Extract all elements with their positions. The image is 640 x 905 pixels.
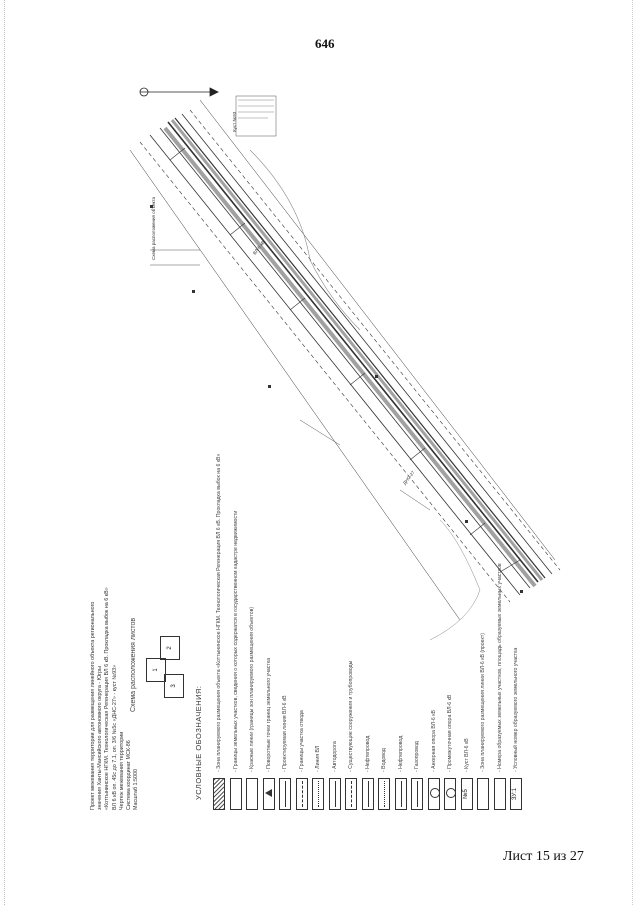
legend-item: №5 - Куст ВЛ-6 кВ: [460, 290, 475, 810]
legend-symbol-dot: [378, 778, 391, 810]
header-line: значения Ханты-Мансийского автономного о…: [97, 665, 104, 810]
legend-item: - Нефтепровод: [394, 290, 409, 810]
legend-symbol-box: [246, 778, 259, 810]
legend-text: - Границы участка отвода: [298, 710, 305, 772]
legend-text: - Газопровод: [414, 741, 421, 772]
header-line: Чертеж межевания территории: [118, 731, 125, 810]
sheet-scheme-title: Схема расположения листов: [130, 617, 137, 712]
sheet-footer: Лист 15 из 27: [503, 849, 584, 864]
legend-symbol-hatch: [213, 778, 226, 810]
legend-text: - Автодорога: [331, 741, 338, 772]
header-line: «Коттынинское НГКМ. Технологическая Реге…: [104, 587, 111, 810]
legend-item: - Существующие сооружения и трубопроводы: [344, 290, 359, 810]
north-arrow: [139, 87, 219, 97]
legend-symbol-box: [493, 778, 506, 810]
terrain-line: [249, 149, 361, 331]
legend-symbol-box: [477, 778, 490, 810]
legend-text: - Водовод: [381, 748, 388, 772]
legend-item: ЗУ:1 - Условный номер образуемого земельн…: [509, 290, 524, 810]
legend-item: - Зона планируемого размещения объекта «…: [212, 290, 227, 810]
legend-item: - Номера образуемых земельных участков, …: [493, 290, 508, 810]
legend-text: - Нефтепровод: [397, 735, 404, 772]
legend-symbol-dash: [345, 778, 358, 810]
legend-symbol-circle: [427, 778, 440, 810]
legend-text: - Проектируемая линия ВЛ-6 кВ: [282, 695, 289, 772]
legend-symbol-circle: [444, 778, 457, 810]
legend-symbol-line: [411, 778, 424, 810]
legend-text: - Границы земельных участков, сведения о…: [232, 510, 239, 772]
map-label-lines: [238, 99, 274, 119]
legend-item: - Промежуточная опора ВЛ-6 кВ: [443, 290, 458, 810]
page-edge-left: [4, 0, 6, 905]
terrain-line-2: [429, 519, 481, 641]
legend-text: - Нефтепровод: [364, 735, 371, 772]
leader-lines: [150, 249, 431, 511]
legend-text: - Зона планируемого размещения линии ВЛ-…: [480, 633, 487, 772]
legend-item: - Границы земельных участков, сведения о…: [229, 290, 244, 810]
cross-ticks: [169, 147, 521, 573]
legend-item: - Автодорога: [328, 290, 343, 810]
map-label-box: [235, 95, 277, 137]
legend-text: - Куст ВЛ-6 кВ: [463, 738, 470, 772]
legend-item: - Анкерная опора ВЛ-6 кВ: [427, 290, 442, 810]
legend-symbol-tri: [262, 778, 275, 810]
sheet-cell-3: 3: [164, 674, 184, 698]
legend-text: - Красные линии (границы зон планируемог…: [249, 606, 256, 772]
legend-item: - Газопровод: [410, 290, 425, 810]
legend-symbol-dot: [312, 778, 325, 810]
legend-symbol-dash: [295, 778, 308, 810]
corridor-hatching: [163, 119, 544, 588]
legend-text: - Промежуточная опора ВЛ-6 кВ: [447, 694, 454, 772]
legend-symbol-line: [328, 778, 341, 810]
legend-item: - Красные линии (границы зон планируемог…: [245, 290, 260, 810]
drawing-header: Проект межевания территории для размещен…: [90, 290, 140, 810]
page-edge-right: [632, 0, 634, 905]
map-label-3: Куст №93: [232, 111, 237, 132]
legend-text: - Существующие сооружения и трубопроводы: [348, 660, 355, 772]
sheet-cell-2: 2: [160, 636, 180, 660]
header-line: Масштаб 1:5000: [133, 768, 140, 810]
header-line: Система координат МСК-86: [126, 740, 133, 810]
legend-symbol-code: ЗУ:1: [510, 778, 523, 810]
legend-list: - Зона планируемого размещения объекта «…: [212, 290, 526, 810]
sheet-scheme: Схема расположения листов 1 2 3: [130, 572, 190, 712]
legend-item: - Водовод: [377, 290, 392, 810]
legend-item: - Зона планируемого размещения линии ВЛ-…: [476, 290, 491, 810]
legend-text: - Поворотные точки границ земельного уча…: [265, 657, 272, 772]
corridor-lines: [129, 99, 561, 621]
legend-text: - Номера образуемых земельных участков, …: [496, 563, 503, 772]
page-number: 646: [315, 36, 335, 51]
legend-text: - Условный номер образуемого земельного …: [513, 647, 520, 772]
legend-block: Проект межевания территории для размещен…: [90, 454, 610, 810]
legend-symbol-line: [361, 778, 374, 810]
legend-symbol-code: №5: [460, 778, 473, 810]
legend-item: - Поворотные точки границ земельного уча…: [262, 290, 277, 810]
legend-text: - Анкерная опора ВЛ-6 кВ: [430, 710, 437, 772]
legend-text: - Линия ВЛ: [315, 745, 322, 772]
legend-item: - Нефтепровод: [361, 290, 376, 810]
map-label-1: Схема расположения объекта: [151, 197, 156, 260]
header-line: ВЛ 6 кВ оп. 45с до 7.1, оп. 3/6 №5с «ДНС…: [111, 664, 118, 810]
legend-symbol-line: [279, 778, 292, 810]
sheet-cell-1: 1: [146, 658, 166, 682]
legend-text: - Зона планируемого размещения объекта «…: [216, 453, 223, 772]
legend-title: УСЛОВНЫЕ ОБОЗНАЧЕНИЯ:: [194, 685, 203, 800]
legend-item: - Проектируемая линия ВЛ-6 кВ: [278, 290, 293, 810]
survey-marks: [150, 205, 523, 593]
legend-item: - Границы участка отвода: [295, 290, 310, 810]
legend-symbol-box: [229, 778, 242, 810]
legend-symbol-line: [394, 778, 407, 810]
legend-item: - Линия ВЛ: [311, 290, 326, 810]
